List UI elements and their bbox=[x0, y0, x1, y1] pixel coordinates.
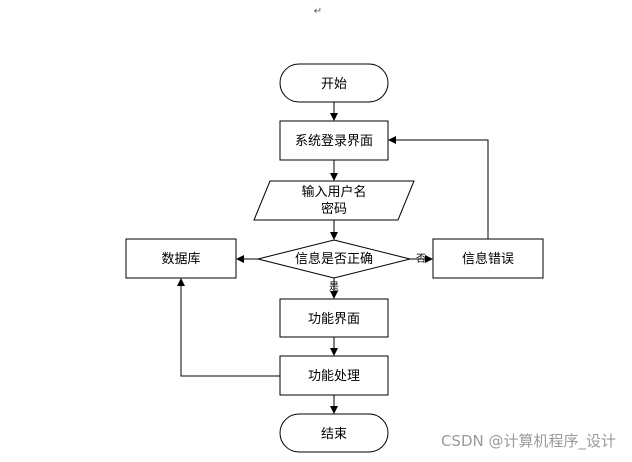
info-error-node: 信息错误 bbox=[432, 238, 544, 279]
login-screen-label: 系统登录界面 bbox=[295, 134, 373, 149]
function-processing-node: 功能处理 bbox=[279, 355, 389, 396]
start-node-label: 开始 bbox=[321, 77, 347, 92]
database-node: 数据库 bbox=[125, 238, 237, 279]
function-screen-node: 功能界面 bbox=[279, 298, 389, 338]
paragraph-mark-icon: ↵ bbox=[314, 6, 322, 17]
end-node: 结束 bbox=[279, 413, 389, 453]
watermark-text: CSDN @计算机程序_设计 bbox=[441, 432, 616, 451]
edge-error-to-login bbox=[388, 136, 489, 239]
function-processing-label: 功能处理 bbox=[308, 369, 360, 384]
end-node-label: 结束 bbox=[321, 427, 347, 442]
decision-label: 信息是否正确 bbox=[295, 251, 373, 267]
decision-node: 信息是否正确 bbox=[257, 239, 411, 279]
edge-processing-to-database bbox=[177, 278, 280, 377]
login-screen-node: 系统登录界面 bbox=[279, 120, 389, 161]
input-credentials-label-line1: 输入用户名 bbox=[301, 184, 366, 200]
database-label: 数据库 bbox=[161, 251, 200, 267]
start-node: 开始 bbox=[279, 63, 389, 103]
edge-label-yes: 是 bbox=[329, 281, 339, 293]
input-credentials-node: 输入用户名 密码 bbox=[253, 180, 415, 221]
edge-label-no: 否 bbox=[416, 253, 426, 265]
info-error-label: 信息错误 bbox=[462, 251, 514, 267]
function-screen-label: 功能界面 bbox=[308, 312, 360, 327]
input-credentials-label-line2: 密码 bbox=[321, 201, 347, 217]
